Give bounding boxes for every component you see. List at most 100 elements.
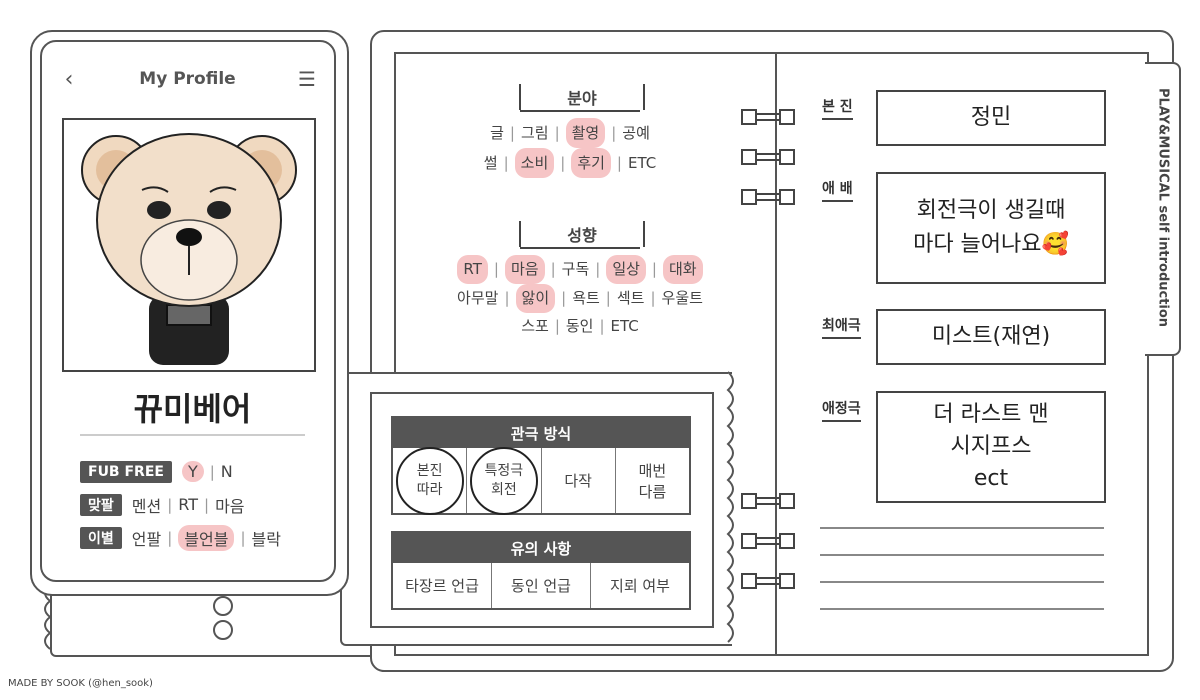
preference-option[interactable]: 언팔 [131, 529, 162, 549]
tendency-keyword[interactable]: 섹트 [616, 289, 645, 307]
field-keyword[interactable]: 소비 [514, 148, 555, 178]
separator: | [503, 154, 509, 172]
tendency-keyword[interactable]: 욕트 [572, 289, 600, 307]
ticket-edge [726, 371, 734, 643]
tendency-line: 아무말 | 앓이 | 욕트 | 섹트 | 우울트 [457, 284, 703, 313]
side-tab-label: PLAY&MUSICAL self introduction [1155, 87, 1171, 328]
tendency-keyword[interactable]: RT [457, 255, 488, 284]
preference-row: 이별 언팔 | 블언블 | 블락 [80, 521, 320, 554]
tendency-keyword[interactable]: 우울트 [661, 289, 703, 307]
bonjin-label: 본 진 [822, 96, 853, 120]
tendency-keyword[interactable]: ETC [610, 317, 639, 335]
separator: | [554, 124, 560, 142]
side-tab[interactable] [1145, 62, 1181, 356]
viewing-option: 본진 따라 [395, 446, 464, 515]
tendency-keyword[interactable]: 동인 [565, 317, 594, 335]
field-line: 썰|소비|후기|ETC [484, 148, 656, 178]
loved-box: 더 라스트 맨 시지프스 ect [876, 391, 1106, 503]
separator: | [240, 528, 246, 547]
preference-option[interactable]: 멘션 [131, 496, 162, 516]
loved-item: 시지프스 [950, 434, 1032, 459]
tendency-header: 성향 [519, 221, 645, 247]
tendency-keyword[interactable]: 대화 [662, 255, 703, 284]
field-header-bar [520, 110, 640, 112]
tendency-keyword[interactable]: 스포 [521, 317, 549, 335]
preference-option[interactable]: Y [181, 461, 204, 482]
separator: | [509, 124, 515, 142]
field-keyword[interactable]: 썰 [483, 154, 498, 172]
note-line [820, 581, 1104, 583]
aebae-line1: 회전극이 생길때 [916, 198, 1066, 223]
separator: | [550, 260, 556, 278]
field-keyword[interactable]: 공예 [622, 124, 650, 142]
loved-label: 애정극 [822, 398, 861, 422]
preference-tag: 이별 [80, 526, 122, 549]
bonjin-value: 정민 [876, 90, 1106, 146]
field-line: 글 | 그림 | 촬영 | 공예 [490, 118, 650, 148]
field-keyword[interactable]: 그림 [520, 124, 549, 142]
separator: | [167, 495, 173, 514]
note-line [820, 554, 1104, 556]
separator: | [561, 289, 567, 307]
hamburger-icon[interactable]: ☰ [298, 67, 316, 91]
preference-option[interactable]: 블락 [251, 529, 281, 549]
ticket-hole [213, 596, 233, 616]
separator: | [611, 124, 617, 142]
separator: | [605, 289, 611, 307]
page-title: My Profile [139, 69, 236, 89]
ticket-notch-left [44, 584, 52, 650]
preference-option[interactable]: 마음 [215, 496, 245, 516]
caution-cell[interactable]: 지뢰 여부 [610, 577, 670, 595]
viewing-cell[interactable]: 매번 다름 [616, 448, 689, 513]
caution-cell[interactable]: 동인 언급 [492, 563, 591, 608]
separator: | [204, 495, 210, 514]
preference-tag: 맞팔 [80, 493, 122, 516]
viewing-cell[interactable]: 특정극 회전 [467, 446, 542, 515]
field-keyword[interactable]: ETC [627, 154, 657, 172]
nickname-underline [80, 434, 305, 436]
caution-cell[interactable]: 타장르 언급 [393, 563, 492, 608]
tendency-keyword[interactable]: 마음 [504, 255, 545, 284]
note-line [820, 527, 1104, 529]
viewing-title: 관극 방식 [393, 418, 689, 448]
tendency-keyword[interactable]: 앓이 [515, 284, 556, 313]
aebae-label: 애 배 [822, 178, 853, 202]
bear-illustration [81, 133, 297, 365]
viewing-cell[interactable]: 다작 [542, 448, 616, 513]
viewing-option: 특정극 회전 [469, 446, 538, 515]
caution-title: 유의 사항 [393, 533, 689, 563]
chevron-left-icon[interactable]: ‹ [64, 66, 74, 92]
field-keyword[interactable]: 촬영 [565, 118, 606, 148]
field-keyword[interactable]: 후기 [571, 148, 611, 178]
aebae-box: 회전극이 생길때 마다 늘어나요🥰 [876, 172, 1106, 284]
separator: | [167, 528, 173, 547]
viewing-cell[interactable]: 본진 따라 [393, 446, 468, 515]
nickname: 뀨미베어 [133, 390, 252, 428]
separator: | [504, 289, 510, 307]
separator: | [650, 289, 656, 307]
field-keyword[interactable]: 글 [490, 124, 504, 142]
tendency-keyword[interactable]: 일상 [606, 255, 646, 284]
separator: | [651, 260, 657, 278]
preference-row: 맞팔 멘션 | RT | 마음 [80, 488, 320, 521]
preference-option[interactable]: RT [178, 495, 199, 514]
tendency-header-bar [520, 247, 640, 249]
favorite-label: 최애극 [822, 315, 861, 339]
note-line [820, 608, 1104, 610]
separator: | [616, 154, 622, 172]
separator: | [493, 260, 499, 278]
tendency-line: RT|마음|구독|일상|대화 [457, 255, 703, 284]
tendency-keyword[interactable]: 아무말 [457, 289, 499, 307]
preference-option[interactable]: N [220, 462, 233, 481]
favorite-value: 미스트(재연) [876, 309, 1106, 365]
preference-tag: FUB FREE [80, 460, 172, 483]
preference-option[interactable]: 블언블 [178, 524, 235, 551]
tendency-keyword[interactable]: 구독 [561, 260, 590, 278]
avatar [62, 118, 316, 372]
